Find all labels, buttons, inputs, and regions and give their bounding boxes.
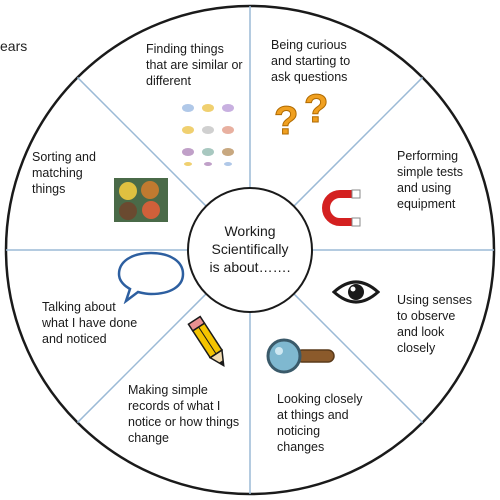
segment-label-records: Making simple records of what I notice o…: [128, 383, 240, 445]
segment-label-talking: Talking about what I have done and notic…: [42, 300, 138, 346]
segment-label-tests-equipment: Performing simple tests and using equipm…: [397, 149, 463, 211]
segment-label-similar-different: Finding things that are similar or diffe…: [146, 42, 243, 88]
pencil-icon: [187, 315, 225, 368]
question-marks-icon: ? ?: [274, 88, 329, 138]
segment-divider: [76, 76, 207, 207]
segment-dividers: [6, 6, 494, 494]
center-circle: [187, 187, 313, 313]
birds-grid-icon: [182, 104, 234, 166]
center-label: Working Scientifically is about…….: [209, 223, 291, 275]
svg-text:?: ?: [274, 99, 298, 138]
segment-label-looking-changes: Looking closely at things and noticing c…: [277, 392, 363, 454]
speech-bubble-icon: [117, 251, 185, 304]
magnet-icon: [322, 189, 361, 227]
segment-label-senses-observe: Using senses to observe and look closely: [397, 293, 473, 355]
eye-icon: [332, 280, 380, 304]
sorting-trays-icon: [114, 178, 168, 222]
segment-label-curious-questions: Being curious and starting to ask questi…: [271, 38, 351, 84]
cropped-text: ears: [0, 38, 28, 54]
svg-text:?: ?: [304, 88, 328, 131]
segment-label-sorting: Sorting and matching things: [32, 150, 96, 196]
segment-divider: [293, 76, 424, 207]
magnifying-glass-icon: [266, 338, 335, 374]
segment-divider: [293, 293, 424, 424]
segment-divider: [76, 293, 207, 424]
